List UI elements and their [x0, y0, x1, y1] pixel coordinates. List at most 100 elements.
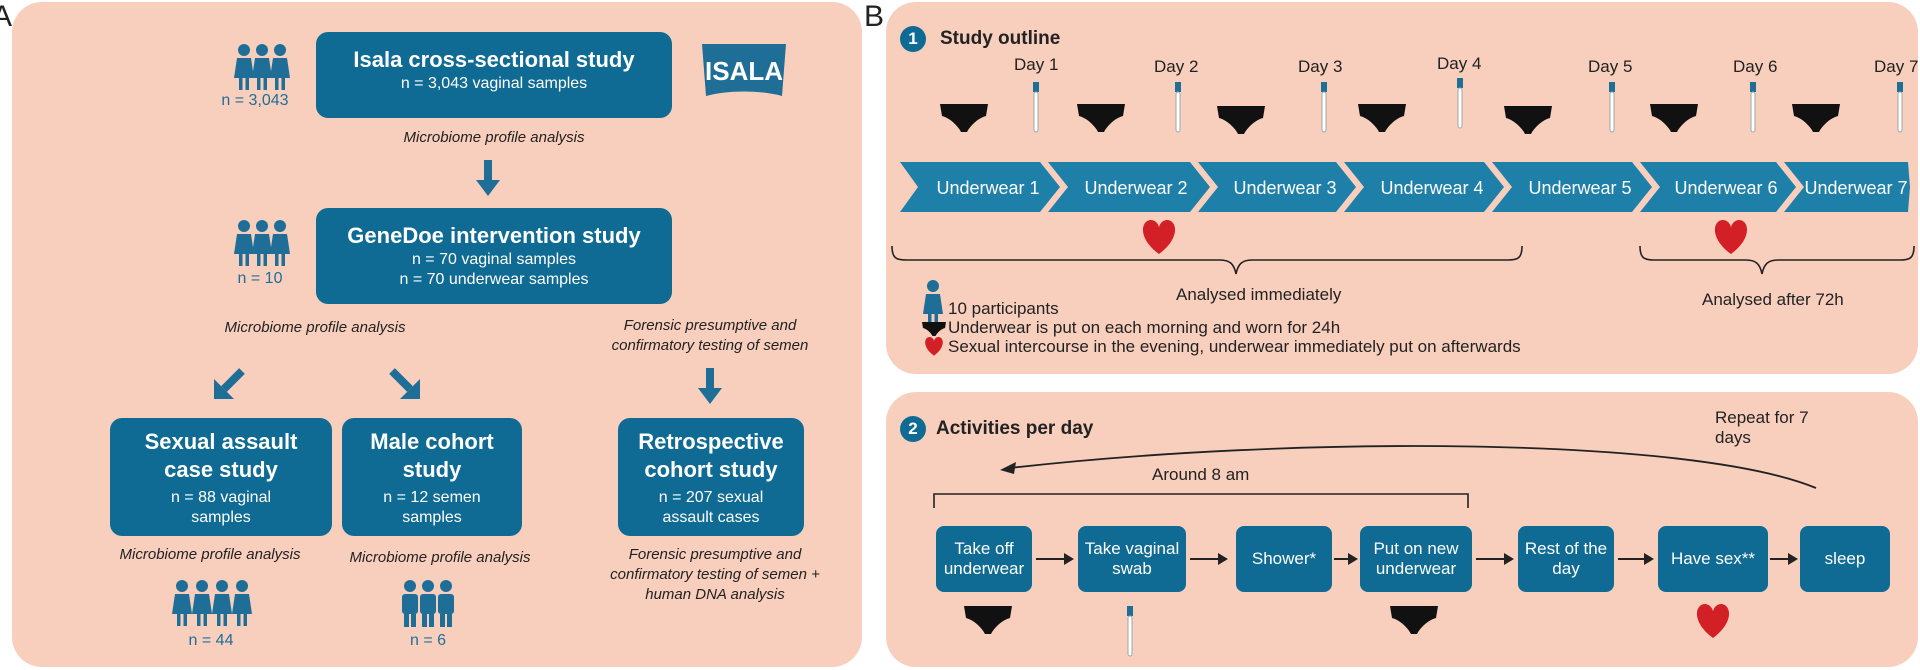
male-cohort-note: Microbiome profile analysis: [349, 549, 531, 566]
step-put-on-new-underwear: Put on new underwear: [1360, 526, 1472, 592]
step-underwear-7: Underwear 7: [1804, 178, 1908, 198]
day-7-label: Day 7: [1874, 57, 1919, 76]
legend-underwear: Underwear is put on each morning and wor…: [948, 318, 1341, 337]
women-group-icon: [172, 580, 252, 626]
step-underwear-2: Underwear 2: [1084, 178, 1188, 198]
women-group-icon: [234, 44, 290, 90]
underwear-icon: [940, 104, 988, 132]
legend-underwear-icon: [922, 322, 946, 336]
analysed-immediately-label: Analysed immediately: [1176, 285, 1342, 304]
arrow-down-right-icon: [389, 368, 420, 399]
section-1-number: 1: [900, 26, 926, 52]
genedoe-note-left: Microbiome profile analysis: [224, 319, 406, 336]
male-cohort-title: Male cohort study: [370, 429, 494, 482]
step-underwear-5: Underwear 5: [1528, 178, 1632, 198]
repeat-label: Repeat for 7 days: [1715, 408, 1809, 447]
arrow-right-icon: [1476, 553, 1514, 565]
arrow-right-icon: [1190, 553, 1228, 565]
arrow-down-left-icon: [214, 368, 245, 399]
genedoe-study-box: GeneDoe intervention study n = 70 vagina…: [316, 208, 672, 304]
genedoe-n-label: n = 10: [237, 270, 283, 287]
day-4-label: Day 4: [1437, 54, 1482, 73]
step-take-vaginal-swab: Take vaginal swab: [1078, 526, 1186, 592]
male-cohort-box: Male cohort study n = 12 semen samples: [342, 418, 522, 536]
timeline-chevrons: [900, 162, 1910, 212]
analysed-after-label: Analysed after 72h: [1702, 290, 1844, 309]
arrow-right-icon: [1334, 553, 1358, 565]
male-cohort-n-label: n = 6: [409, 632, 447, 649]
day-6-label: Day 6: [1733, 57, 1778, 76]
retrospective-title: Retrospective cohort study: [638, 429, 784, 482]
swab-tube-icon: [1456, 77, 1464, 129]
arrow-right-icon: [1770, 553, 1798, 565]
underwear-icon: [964, 606, 1012, 634]
participant-icon: [923, 280, 943, 326]
retrospective-cases: n = 207 sexual assault cases: [658, 489, 764, 526]
genedoe-underwear-samples: n = 70 underwear samples: [399, 271, 589, 288]
panel-a-label: A: [0, 0, 13, 33]
underwear-icon: [1358, 104, 1406, 132]
arrow-down-icon: [698, 368, 722, 404]
genedoe-vaginal-samples: n = 70 vaginal samples: [411, 251, 577, 268]
isala-logo-text: ISALA: [705, 56, 783, 86]
male-cohort-samples: n = 12 semen samples: [383, 489, 481, 526]
men-group-icon: [402, 580, 454, 627]
step-sleep: sleep: [1800, 526, 1890, 592]
day-3-label: Day 3: [1298, 57, 1343, 76]
repeat-arrow-icon: [1000, 445, 1817, 489]
legend-heart-icon: [925, 337, 943, 356]
day-5-label: Day 5: [1588, 57, 1633, 76]
sexual-assault-title: Sexual assault case study: [144, 429, 298, 482]
sexual-assault-box: Sexual assault case study n = 88 vaginal…: [110, 418, 332, 536]
study-outline-title: Study outline: [940, 28, 1061, 49]
underwear-icon: [1077, 104, 1125, 132]
step-shower: Shower*: [1236, 526, 1332, 592]
heart-icon: [1696, 604, 1730, 638]
swab-tube-icon: [1174, 81, 1182, 133]
section-2-number: 2: [900, 416, 926, 442]
underwear-icon: [1504, 106, 1552, 134]
isala-study-samples: n = 3,043 vaginal samples: [400, 75, 588, 92]
arrow-right-icon: [1618, 553, 1654, 565]
retrospective-box: Retrospective cohort study n = 207 sexua…: [618, 418, 804, 536]
step-have-sex: Have sex**: [1658, 526, 1768, 592]
genedoe-study-title: GeneDoe intervention study: [347, 223, 641, 248]
panel-b-label: B: [864, 0, 885, 33]
step-underwear-3: Underwear 3: [1233, 178, 1337, 198]
legend-participants: 10 participants: [948, 299, 1059, 318]
sexual-assault-n-label: n = 44: [188, 632, 234, 649]
step-rest-of-day: Rest of the day: [1518, 526, 1614, 592]
genedoe-note-right: Forensic presumptive and confirmatory te…: [611, 317, 809, 354]
women-group-icon: [234, 220, 290, 266]
underwear-icon: [1792, 104, 1840, 132]
underwear-icon: [1390, 606, 1438, 634]
day-2-label: Day 2: [1154, 57, 1199, 76]
sexual-assault-samples: n = 88 vaginal samples: [170, 489, 272, 526]
underwear-icon: [1217, 106, 1265, 134]
isala-study-title: Isala cross-sectional study: [353, 47, 635, 72]
retrospective-note: Forensic presumptive and confirmatory te…: [610, 546, 820, 603]
day-1-label: Day 1: [1014, 55, 1059, 74]
swab-tube-icon: [1896, 81, 1904, 133]
morning-bracket: [933, 493, 1469, 508]
around-8am-label: Around 8 am: [1152, 465, 1250, 484]
arrow-right-icon: [1036, 553, 1074, 565]
swab-tube-icon: [1320, 81, 1328, 133]
step-underwear-6: Underwear 6: [1674, 178, 1778, 198]
isala-n-label: n = 3,043: [221, 92, 289, 109]
step-underwear-1: Underwear 1: [936, 178, 1040, 198]
sexual-assault-note: Microbiome profile analysis: [119, 546, 301, 563]
swab-tube-icon: [1032, 81, 1040, 133]
step-underwear-4: Underwear 4: [1380, 178, 1484, 198]
isala-study-box: Isala cross-sectional study n = 3,043 va…: [316, 32, 672, 118]
swab-tube-icon: [1608, 81, 1616, 133]
underwear-icon: [1650, 104, 1698, 132]
activities-title: Activities per day: [936, 418, 1094, 439]
analysis-braces: [891, 245, 1915, 275]
step-take-off-underwear: Take off underwear: [936, 526, 1032, 592]
swab-tube-icon: [1126, 605, 1134, 657]
arrow-down-icon: [476, 160, 500, 196]
isala-note: Microbiome profile analysis: [403, 129, 585, 146]
swab-tube-icon: [1749, 81, 1757, 133]
legend-intercourse: Sexual intercourse in the evening, under…: [948, 337, 1521, 356]
